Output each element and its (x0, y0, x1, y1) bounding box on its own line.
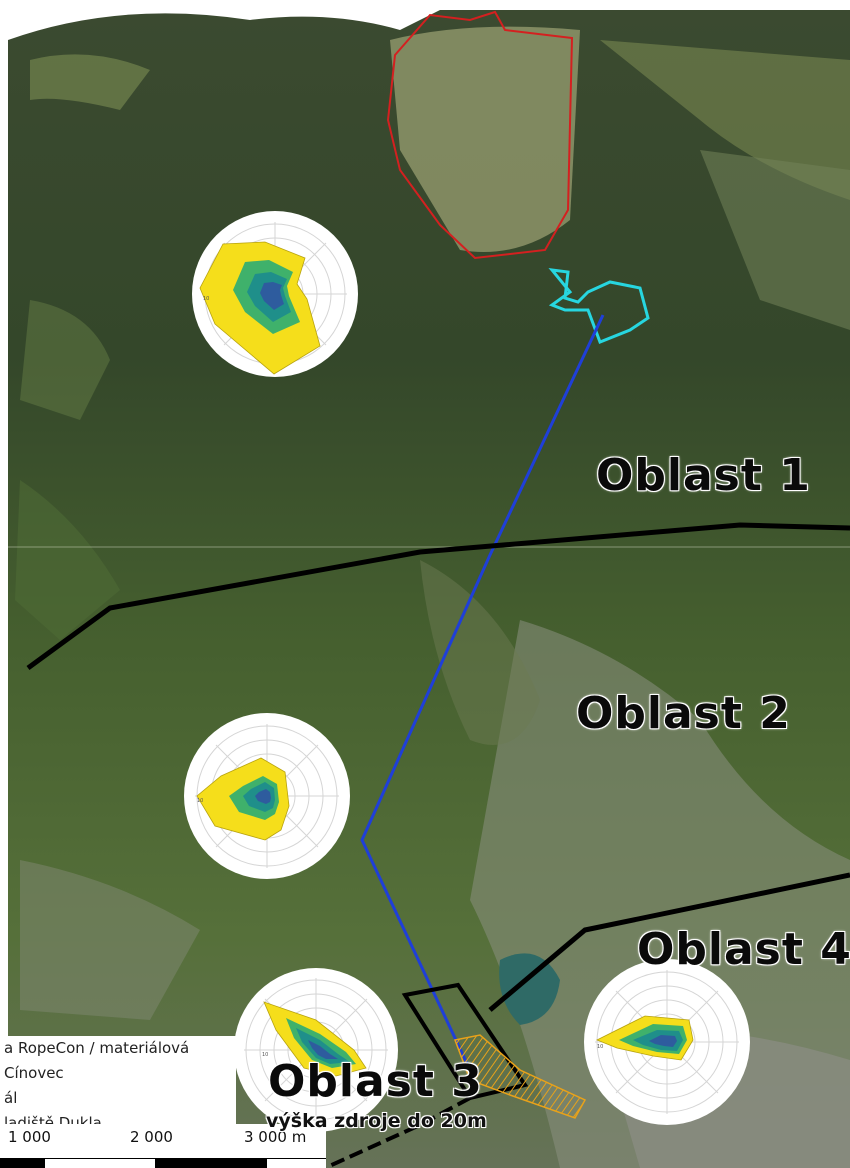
label-oblast-4: Oblast 4 (637, 924, 850, 975)
wind-rose-oblast-1: 10 (192, 211, 358, 377)
source-height-note: výška zdroje do 20m (266, 1110, 487, 1132)
cyan-area-boundary (548, 268, 650, 344)
legend-item: Cínovec (4, 1064, 64, 1082)
scale-tick-3000: 3 000 m (244, 1128, 307, 1146)
scale-segment-white (45, 1158, 155, 1168)
wind-rose-tick: 10 (262, 1052, 268, 1058)
boundary-oblast-3-ext (324, 1096, 471, 1168)
town-cinovec (390, 26, 580, 252)
boundary-oblast-2-4 (488, 872, 850, 1012)
label-oblast-1: Oblast 1 (596, 450, 811, 501)
scale-tick-2000: 2 000 (130, 1128, 173, 1146)
scale-tick-1000: 1 000 (8, 1128, 51, 1146)
scale-segment-white (267, 1158, 326, 1168)
wind-rose-tick: 10 (597, 1044, 603, 1050)
ropecon-line (360, 314, 605, 1071)
wind-rose-tick: 10 (203, 296, 209, 302)
legend-item: ál (4, 1089, 18, 1107)
lake (499, 953, 560, 1025)
legend-item: a RopeCon / materiálová (4, 1039, 190, 1057)
boundary-oblast-1-2 (26, 522, 850, 671)
wind-rose-oblast-3: 10 (234, 968, 398, 1132)
wind-rose-oblast-2: 10 (184, 713, 350, 879)
scale-bar: 1 000 2 000 3 000 m (0, 1124, 326, 1168)
label-oblast-2: Oblast 2 (576, 688, 791, 739)
wind-rose-oblast-4: 10 (584, 959, 750, 1125)
wind-rose-tick: 10 (197, 798, 203, 804)
scale-segment-black (155, 1158, 267, 1168)
dukla-storage-area (453, 1034, 587, 1119)
label-oblast-3: Oblast 3 (268, 1056, 483, 1107)
scale-segment-black (0, 1158, 45, 1168)
town-area-south (470, 620, 850, 1168)
map-legend: a RopeCon / materiálová Cínovec ál ladiš… (0, 1036, 236, 1136)
red-area-boundary (386, 10, 574, 260)
